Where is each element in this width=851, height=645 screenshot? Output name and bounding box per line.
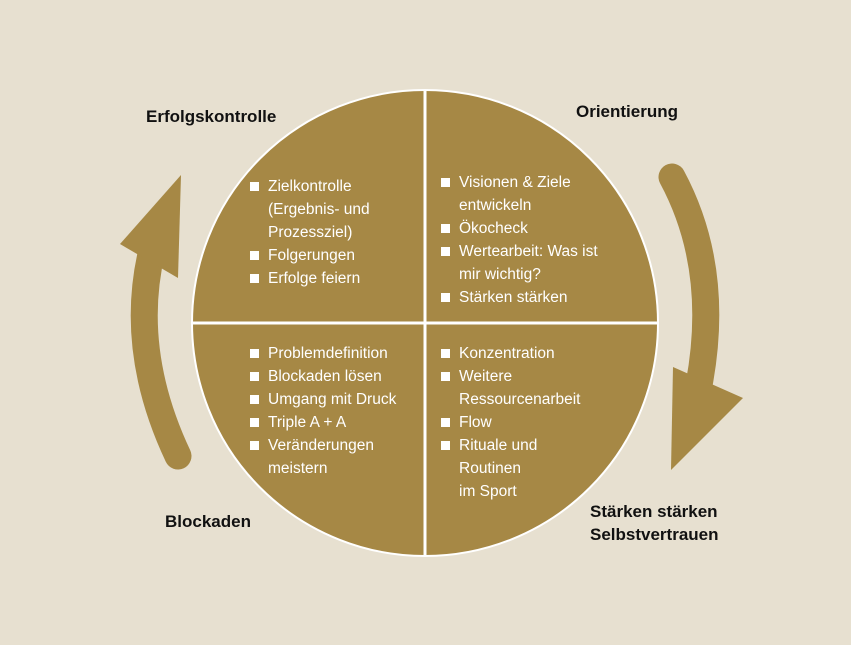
list-item: Erfolge feiern: [250, 267, 390, 290]
list-item: Wertearbeit: Was ist mir wichtig?: [441, 240, 609, 286]
list-item: Stärken stärken: [441, 286, 611, 309]
list-item: Visionen & Ziele entwickeln: [441, 171, 579, 217]
list-item: Blockaden lösen: [250, 365, 410, 388]
label-staerken: Stärken stärken: [590, 502, 718, 521]
list-item: Rituale und Routinen im Sport: [441, 434, 539, 503]
list-item: Problemdefinition: [250, 342, 410, 365]
list-item: Folgerungen: [250, 244, 390, 267]
quadrant-bottom-left-list: Problemdefinition Blockaden lösen Umgang…: [250, 342, 410, 480]
list-item: Veränderungen meistern: [250, 434, 378, 480]
list-item: Weitere Ressourcenarbeit: [441, 365, 589, 411]
label-selbstvertrauen: Selbstvertrauen: [590, 525, 719, 544]
arrow-down-icon: [658, 163, 743, 470]
list-item: Triple A + A: [250, 411, 410, 434]
label-orientierung: Orientierung: [576, 102, 679, 121]
label-erfolgskontrolle: Erfolgskontrolle: [146, 107, 277, 126]
list-item: Ökocheck: [441, 217, 611, 240]
list-item: Umgang mit Druck: [250, 388, 410, 411]
quadrant-top-left-list: Zielkontrolle (Ergebnis- und Prozessziel…: [250, 175, 390, 290]
arrow-up-icon: [120, 175, 192, 470]
list-item: Zielkontrolle (Ergebnis- und Prozessziel…: [250, 175, 390, 244]
label-blockaden: Blockaden: [165, 512, 251, 531]
quadrant-top-right-list: Visionen & Ziele entwickeln Ökocheck Wer…: [441, 171, 611, 309]
quadrant-bottom-right-list: Konzentration Weitere Ressourcenarbeit F…: [441, 342, 591, 503]
list-item: Konzentration: [441, 342, 591, 365]
list-item: Flow: [441, 411, 591, 434]
